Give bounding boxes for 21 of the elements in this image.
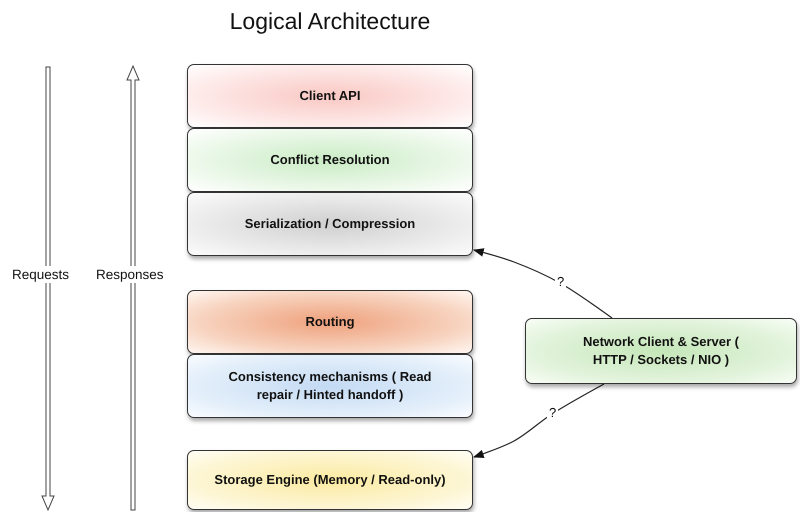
- layer-box: [187, 64, 473, 128]
- node-text: Client API: [300, 87, 360, 105]
- flow-label: Requests: [10, 266, 72, 283]
- node-text: Storage Engine (Memory / Read-only): [214, 471, 446, 489]
- network-box: [525, 318, 797, 384]
- arrow: [472, 383, 604, 458]
- diagram-title: Logical Architecture: [228, 8, 432, 35]
- layer-box: [187, 192, 473, 256]
- layer-box: [187, 354, 473, 418]
- edge-label: ?: [547, 405, 558, 420]
- node-text: Serialization / Compression: [244, 215, 416, 233]
- node-text: Routing: [305, 313, 355, 331]
- layer-box: [187, 290, 473, 354]
- node-text: Conflict Resolution: [270, 151, 390, 169]
- arrow: [472, 248, 612, 318]
- layer-box: [187, 450, 473, 510]
- edge-label: ?: [555, 274, 566, 289]
- flow-label: Responses: [94, 266, 166, 283]
- node-text: Network Client & Server ( HTTP / Sockets / NIO ): [582, 333, 740, 369]
- node-text: Consistency mechanisms ( Read repair / Hinted handoff ): [227, 368, 433, 404]
- layer-box: [187, 128, 473, 192]
